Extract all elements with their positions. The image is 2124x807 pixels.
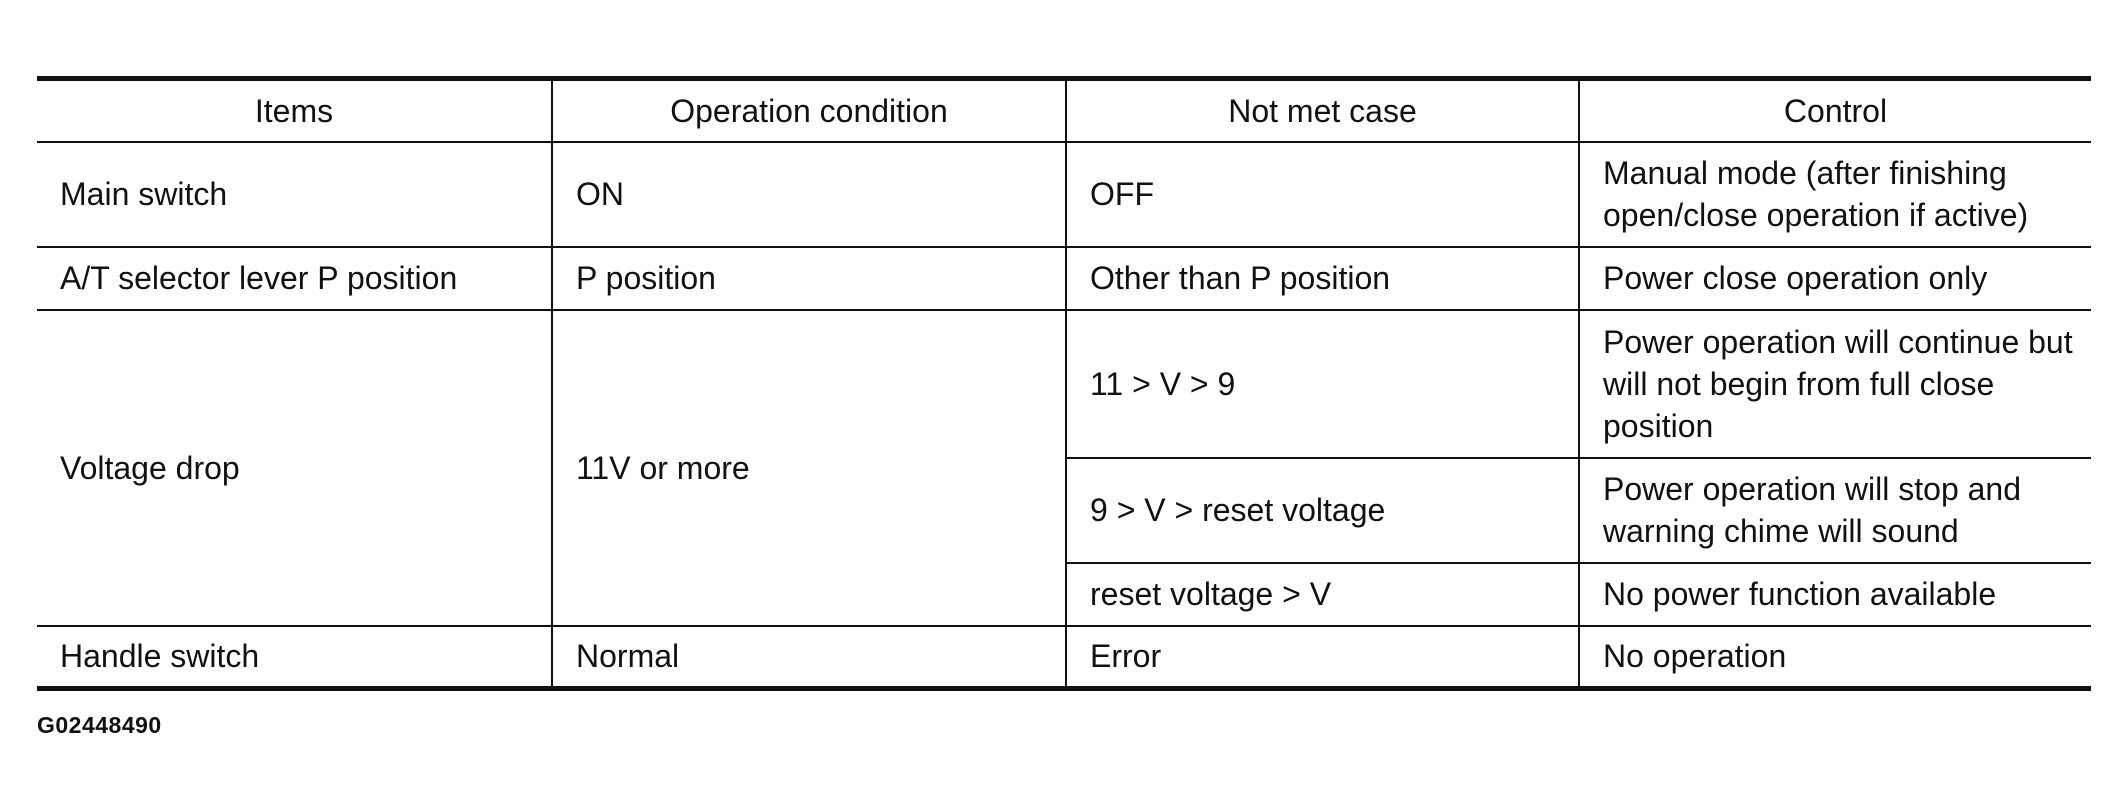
spec-table-container: Items Operation condition Not met case C… — [37, 76, 2091, 691]
header-control: Control — [1578, 78, 2091, 143]
header-row: Items Operation condition Not met case C… — [37, 78, 2091, 143]
table-row-voltage-drop-case: 9 > V > reset voltage Power operation wi… — [37, 457, 2091, 564]
cell-control: No power function available — [1578, 562, 2091, 627]
cell-item: Main switch — [37, 141, 553, 248]
cell-control: Manual mode (after finishing open/close … — [1578, 141, 2091, 248]
figure-id: G02448490 — [37, 712, 162, 738]
cell-not-met: Error — [1065, 625, 1580, 690]
header-operation-condition: Operation condition — [551, 78, 1067, 143]
cell-condition: P position — [551, 246, 1067, 311]
cell-control: Power operation will stop and warning ch… — [1578, 457, 2091, 564]
cell-control: Power close operation only — [1578, 246, 2091, 311]
cell-not-met: reset voltage > V — [1066, 562, 1580, 627]
cell-not-met: 9 > V > reset voltage — [1066, 457, 1580, 564]
cell-control: Power operation will continue but will n… — [1578, 309, 2091, 459]
cell-control: No operation — [1578, 625, 2091, 690]
cell-condition: Normal — [551, 625, 1067, 690]
cell-not-met: OFF — [1065, 141, 1580, 248]
header-items: Items — [37, 78, 553, 143]
cell-item: Handle switch — [37, 625, 553, 690]
cell-condition: 11V or more — [551, 309, 1067, 627]
table-row-voltage-drop-case: reset voltage > V No power function avai… — [37, 562, 2091, 627]
cell-not-met: 11 > V > 9 — [1065, 309, 1580, 459]
cell-item: Voltage drop — [37, 309, 553, 627]
cell-not-met: Other than P position — [1065, 246, 1580, 311]
cell-item: A/T selector lever P position — [37, 246, 553, 311]
header-not-met-case: Not met case — [1065, 78, 1580, 143]
operation-condition-table: Items Operation condition Not met case C… — [37, 76, 2091, 691]
table-row-main-switch: Main switch ON OFF Manual mode (after fi… — [37, 141, 2091, 248]
table-row-voltage-drop: Voltage drop 11V or more 11 > V > 9 Powe… — [37, 309, 2091, 627]
table-row-handle-switch: Handle switch Normal Error No operation — [37, 625, 2091, 690]
table-row-at-selector: A/T selector lever P position P position… — [37, 246, 2091, 311]
cell-condition: ON — [551, 141, 1067, 248]
